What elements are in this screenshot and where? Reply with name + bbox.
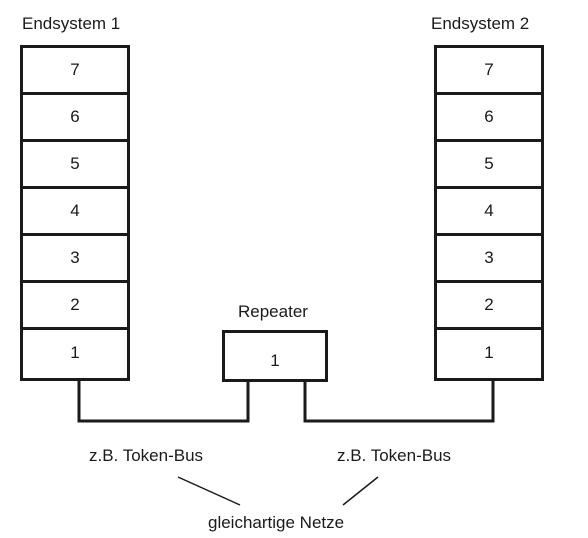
- endsystem1-stack: 7 6 5 4 3 2 1: [20, 45, 130, 381]
- endsystem1-title: Endsystem 1: [22, 14, 121, 33]
- endsystem2-layer-2: 2: [437, 283, 541, 330]
- endsystem2-layer-6: 6: [437, 95, 541, 142]
- endsystem2-layer-1: 1: [484, 343, 494, 362]
- pointer-line-left: [177, 476, 241, 506]
- endsystem1-layer-3: 3: [23, 236, 127, 283]
- network-caption: gleichartige Netze: [208, 513, 345, 532]
- pointer-line-right: [342, 476, 379, 506]
- endsystem2-layer-3: 3: [437, 236, 541, 283]
- endsystem2-title: Endsystem 2: [431, 14, 530, 33]
- endsystem1-layer-6: 6: [23, 95, 127, 142]
- repeater-title: Repeater: [238, 302, 308, 321]
- endsystem2-layer-4: 4: [437, 189, 541, 236]
- repeater-box: 1: [222, 330, 328, 382]
- endsystem1-layer-7: 7: [23, 48, 127, 95]
- endsystem2-stack: 7 6 5 4 3 2 1: [434, 45, 544, 381]
- endsystem1-layer-1: 1: [70, 343, 80, 362]
- endsystem2-layer-7: 7: [437, 48, 541, 95]
- network-right-label: z.B. Token-Bus: [337, 446, 452, 465]
- network-left-label: z.B. Token-Bus: [89, 446, 204, 465]
- repeater-layer-1: 1: [270, 351, 280, 370]
- link-endsystem1-repeater: [77, 381, 250, 423]
- link-repeater-endsystem2: [303, 381, 495, 423]
- endsystem2-layer-5: 5: [437, 142, 541, 189]
- endsystem1-layer-4: 4: [23, 189, 127, 236]
- endsystem1-layer-5: 5: [23, 142, 127, 189]
- endsystem1-layer-2: 2: [23, 283, 127, 330]
